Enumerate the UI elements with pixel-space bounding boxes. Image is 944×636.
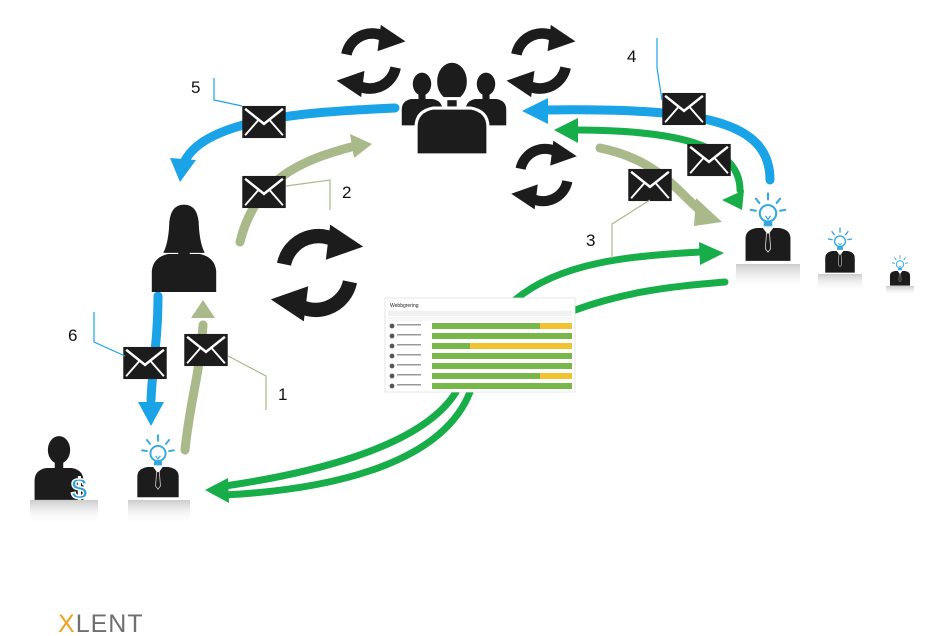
envelope-icon	[241, 104, 287, 140]
envelope-icon	[661, 91, 707, 127]
lightbulb-person-icon	[736, 192, 800, 290]
row-bar	[432, 383, 572, 389]
step-number-3: 3	[586, 231, 595, 250]
blue-callout-lines	[93, 38, 663, 357]
row-bar-warning	[470, 343, 572, 349]
xlent-logo: XLENT	[58, 610, 144, 636]
svg-text:XLENT: XLENT	[58, 610, 144, 636]
logo-text: LENT	[76, 610, 144, 636]
step-number-5: 5	[191, 78, 200, 97]
lightbulb-person-icon	[886, 254, 914, 296]
logo-x: X	[58, 610, 76, 636]
row-avatar	[389, 343, 395, 349]
row-avatar	[389, 383, 395, 389]
step-number-4: 4	[627, 47, 636, 66]
row-avatar	[389, 323, 395, 329]
screenshot-rows	[389, 323, 572, 389]
step-number-2: 2	[342, 183, 351, 202]
dollar-person-icon: $	[30, 436, 98, 524]
svg-text:$: $	[71, 473, 88, 506]
row-avatar	[389, 363, 395, 369]
olive-callout-lines	[227, 179, 651, 410]
envelope-icon	[241, 174, 287, 210]
row-bar	[432, 333, 572, 339]
sync-arrows-icon	[507, 25, 576, 97]
envelope-icon	[122, 345, 168, 381]
sync-arrows-icon	[511, 141, 577, 210]
row-bar	[432, 323, 572, 329]
row-label	[397, 334, 421, 336]
row-avatar	[389, 373, 395, 379]
row-label	[397, 364, 421, 366]
green-arrowheads	[205, 118, 744, 503]
row-bar	[432, 373, 572, 379]
blue-arrowheads	[138, 98, 548, 426]
row-label	[397, 324, 421, 326]
row-label	[397, 354, 421, 356]
row-bar	[432, 353, 572, 359]
envelope-icon	[183, 332, 229, 368]
user-group-icon	[401, 59, 507, 157]
lightbulb-person-icon	[818, 227, 862, 292]
envelope-icon	[627, 167, 673, 203]
row-bar-warning	[540, 373, 572, 379]
sync-arrows-icon	[337, 25, 406, 97]
app-screenshot-thumbnail: Webbgrering	[384, 297, 576, 393]
row-avatar	[389, 333, 395, 339]
row-avatar	[389, 353, 395, 359]
row-label	[397, 384, 421, 386]
row-bar	[432, 363, 572, 369]
envelope-icon	[686, 142, 732, 178]
step-number-1: 1	[278, 385, 287, 404]
step-number-6: 6	[68, 326, 77, 345]
female-user-icon	[151, 204, 217, 292]
screenshot-title: Webbgrering	[390, 303, 419, 309]
row-label	[397, 344, 421, 346]
row-bar-warning	[540, 323, 572, 329]
lightbulb-person-icon	[128, 433, 190, 524]
sync-arrows-icon	[271, 225, 363, 322]
row-label	[397, 374, 421, 376]
olive-arrowheads	[191, 134, 722, 318]
